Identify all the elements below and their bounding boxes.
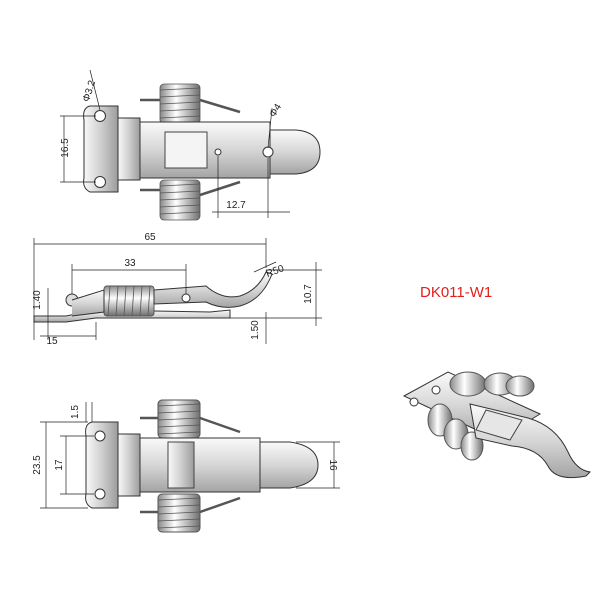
top-base-plate: [83, 105, 119, 193]
top-spring-upper-coils: [159, 87, 201, 119]
side-view: 65 33 R50 1.40 15 10.7 1.50: [32, 232, 322, 347]
side-spring: [103, 285, 155, 317]
side-dimension-lines: [33, 238, 322, 344]
top-hole-upper: [94, 110, 106, 122]
side-hinge-link: [71, 289, 105, 317]
iso-hole-left: [409, 397, 419, 407]
top-lever-window: [164, 131, 208, 169]
top-spring-lower-coils: [159, 183, 201, 215]
top-hole-lower: [94, 176, 106, 188]
top-dim-hole-spacing: 12.7: [226, 200, 246, 211]
bottom-wire-arms: [140, 416, 241, 514]
iso-hole-right: [431, 385, 441, 395]
top-wire-arms: [140, 98, 241, 197]
top-pin-left: [214, 148, 222, 156]
side-dim-base-length: 15: [46, 336, 58, 347]
top-dim-pin-dia: Φ4: [268, 102, 285, 120]
top-hinge: [117, 117, 141, 181]
bottom-spring-lower-coils: [157, 497, 201, 529]
bottom-hole-lower: [94, 488, 106, 500]
side-dim-overall-length: 65: [144, 232, 156, 243]
side-lever: [153, 271, 273, 308]
side-dim-base-offset: 1.40: [32, 290, 43, 310]
top-view: 16.5 Φ3.2 Φ4 12.7: [60, 69, 321, 221]
top-pin-right: [262, 146, 274, 158]
bottom-dimension-lines: [40, 402, 340, 509]
bottom-dim-gap: 1.5: [70, 405, 81, 419]
model-code-label: DK011-W1: [420, 284, 493, 301]
top-dim-hole-dia: Φ3.2: [81, 79, 98, 104]
side-pin: [181, 293, 191, 303]
bottom-view: 1.5 23.5 17 16: [32, 399, 340, 533]
iso-spring-lower: [427, 403, 484, 461]
bottom-lever-body: [139, 437, 261, 493]
side-dim-inner-length: 33: [124, 258, 136, 269]
bottom-spring-upper-coils: [157, 403, 201, 435]
iso-spring-upper: [449, 371, 535, 397]
bottom-hinge: [117, 433, 141, 497]
top-lever-tip: [269, 129, 321, 175]
top-dimension-lines: [60, 69, 290, 218]
isometric-view: [402, 371, 592, 479]
side-dim-overall-height: 10.7: [303, 284, 314, 304]
iso-lever-window: [475, 409, 523, 441]
top-dim-width: 16.5: [60, 138, 71, 158]
bottom-dim-hole-spacing: 17: [54, 459, 65, 471]
bottom-dim-hook-width: 16: [327, 459, 338, 471]
side-dim-plate-thickness: 1.50: [250, 320, 261, 340]
bottom-hole-upper: [94, 430, 106, 442]
side-spring-coils: [107, 285, 151, 317]
bottom-lever-pin-housing: [167, 441, 195, 489]
bottom-lever-hook: [259, 441, 319, 489]
bottom-dim-overall-width: 23.5: [32, 455, 43, 475]
